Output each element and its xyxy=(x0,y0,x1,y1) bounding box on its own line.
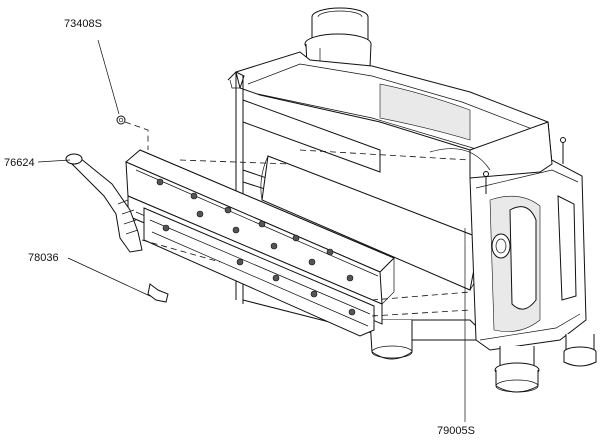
label-73408S: 73408S xyxy=(64,18,102,30)
plate-bosses xyxy=(156,178,356,316)
label-76624: 76624 xyxy=(4,157,35,169)
label-78036: 78036 xyxy=(28,252,59,264)
bottom-fittings xyxy=(494,334,597,393)
front-burner-plate xyxy=(125,149,395,337)
label-79005S: 79005S xyxy=(437,425,475,437)
leader-lines xyxy=(37,39,466,422)
leader-76624 xyxy=(37,159,71,163)
hose-76624 xyxy=(65,153,143,253)
part-labels: 73408S 76624 78036 79005S xyxy=(4,18,475,437)
assembly-lines xyxy=(124,121,471,317)
nut-73408S xyxy=(116,115,126,125)
leader-73408S xyxy=(97,39,120,115)
leader-78036 xyxy=(67,257,151,297)
heat-exchanger-body xyxy=(227,7,597,393)
